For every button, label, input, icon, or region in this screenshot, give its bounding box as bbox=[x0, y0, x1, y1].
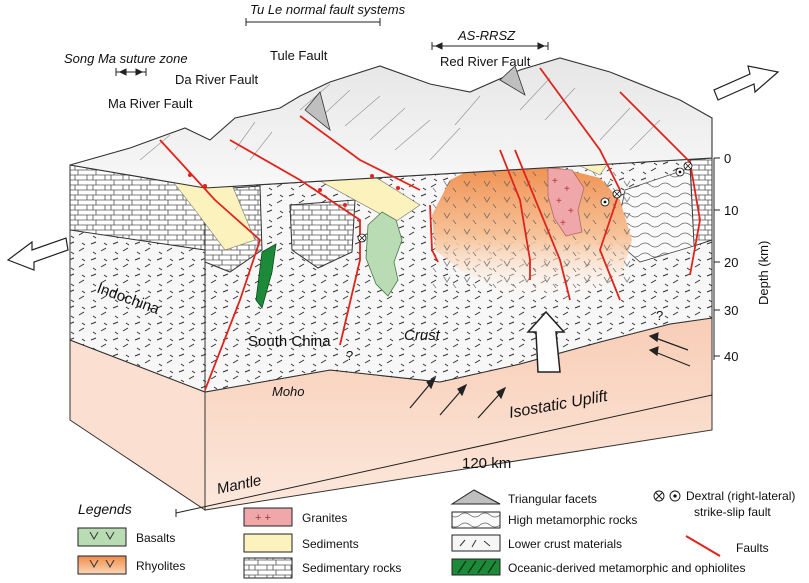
legend-swatch-highmeta bbox=[451, 511, 501, 529]
as-rrsz-label: AS-RRSZ bbox=[457, 28, 516, 43]
scale-label: 120 km bbox=[462, 455, 511, 472]
legend-swatch-sediments bbox=[243, 533, 293, 553]
legend-swatch-basalts bbox=[77, 527, 127, 547]
da-river-label: Da River Fault bbox=[175, 72, 258, 87]
legend-swatch-granites bbox=[243, 507, 293, 527]
legend-label-triangular: Triangular facets bbox=[508, 492, 597, 506]
dextral-markers bbox=[357, 161, 693, 243]
legend-label-sedimentary: Sedimentary rocks bbox=[302, 561, 401, 575]
legend-swatch-faults bbox=[685, 535, 721, 557]
crust-label: Crust bbox=[404, 327, 441, 344]
legend-label-granites: Granites bbox=[302, 511, 347, 525]
legend: Legends Basalts Rhyolites + + Granites S… bbox=[77, 489, 795, 579]
svg-text:+: + bbox=[556, 196, 562, 207]
triangular-facet bbox=[304, 91, 331, 132]
depth-tick: 40 bbox=[724, 349, 738, 364]
legend-label-sediments: Sediments bbox=[302, 537, 359, 551]
legend-label-rhyolites: Rhyolites bbox=[136, 559, 185, 573]
extension-arrow-left bbox=[6, 237, 69, 271]
legend-swatch-rhyolites bbox=[77, 555, 127, 575]
svg-text:+: + bbox=[564, 184, 570, 195]
depth-tick: 10 bbox=[724, 203, 738, 218]
svg-text:+: + bbox=[552, 176, 558, 187]
legend-label-basalts: Basalts bbox=[136, 531, 175, 545]
red-river-label: Red River Fault bbox=[440, 54, 531, 69]
fault-lines bbox=[159, 67, 701, 391]
depth-axis bbox=[713, 157, 720, 360]
topography bbox=[69, 57, 713, 189]
svg-text:+: + bbox=[568, 206, 574, 217]
extension-arrow-right bbox=[713, 65, 780, 101]
svg-text:+: + bbox=[560, 218, 566, 229]
depth-tick: 0 bbox=[724, 151, 731, 166]
question-mark-1: ? bbox=[346, 348, 353, 363]
question-mark-2: ? bbox=[656, 308, 663, 323]
song-ma-label: Song Ma suture zone bbox=[64, 51, 188, 66]
uplift-push-arrows bbox=[409, 332, 691, 419]
dimension-bars bbox=[115, 18, 713, 517]
legend-swatch-sedimentary bbox=[243, 557, 293, 579]
tu-le-label: Tu Le normal fault systems bbox=[250, 2, 406, 17]
legend-label-highmeta: High metamorphic rocks bbox=[508, 513, 637, 527]
legend-swatch-triangular bbox=[450, 489, 501, 505]
legend-swatch-lowercrust bbox=[451, 534, 501, 552]
legend-swatch-dextral bbox=[653, 490, 681, 502]
south-china-label: South China bbox=[248, 333, 331, 350]
legend-label-faults: Faults bbox=[736, 541, 769, 555]
basalt-plug bbox=[365, 211, 403, 297]
legend-title: Legends bbox=[78, 501, 132, 517]
granite-body bbox=[547, 167, 585, 237]
legend-label-dextral: Dextral (right-lateral) bbox=[686, 489, 795, 503]
ma-river-label: Ma River Fault bbox=[108, 96, 193, 111]
fault-ticks bbox=[188, 173, 400, 207]
depth-tick: 30 bbox=[724, 303, 738, 318]
legend-label-lowercrust: Lower crust materials bbox=[508, 537, 622, 551]
ophiolite-sliver bbox=[255, 243, 277, 309]
svg-text:+ +: + + bbox=[255, 512, 271, 524]
depth-tick: 20 bbox=[724, 255, 738, 270]
moho-label: Moho bbox=[272, 384, 305, 399]
uplift-arrow bbox=[526, 310, 566, 373]
legend-label-oceanic: Oceanic-derived metamorphic and ophiolit… bbox=[508, 561, 745, 575]
legend-label-dextral-2: strike-slip fault bbox=[694, 505, 771, 519]
granite-crosses: ++ ++ + bbox=[552, 176, 574, 229]
tule-fault-label: Tule Fault bbox=[270, 48, 328, 63]
depth-axis-title: Depth (km) bbox=[756, 241, 771, 305]
